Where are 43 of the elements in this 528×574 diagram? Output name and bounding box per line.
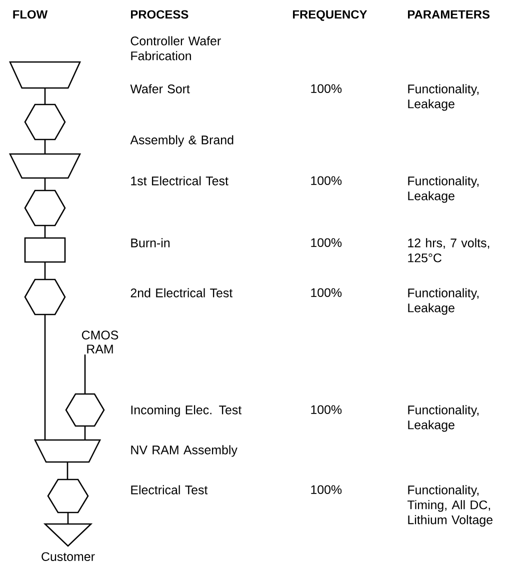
table-text: 2nd Electrical Test: [130, 288, 233, 298]
table-text: Functionality, Leakage: [408, 405, 479, 432]
hexagon-shape: [65, 393, 105, 427]
table-text: 12 hrs, 7 volts, 125°C: [408, 238, 490, 262]
rectangle-shape: [24, 237, 66, 263]
column-header: FLOW: [13, 10, 48, 19]
column-header: FREQUENCY: [293, 10, 368, 21]
connector-line: [44, 262, 46, 280]
table-text: 100%: [311, 485, 342, 494]
table-text: Functionality, Timing, All DC, Lithium Voltage: [407, 485, 492, 527]
connector-line: [84, 426, 86, 440]
connector-line: [44, 226, 46, 238]
connector-line: [84, 354, 86, 394]
table-text: 100%: [311, 288, 342, 298]
table-text: 100%: [311, 238, 342, 248]
table-text: Controller Wafer Fabrication: [130, 36, 221, 60]
connector-line: [44, 178, 46, 190]
table-text: Functionality, Leakage: [408, 84, 479, 111]
hexagon-shape: [24, 104, 66, 140]
hexagon-shape: [24, 278, 66, 316]
connector-line: [44, 314, 46, 440]
column-header: PROCESS: [131, 10, 188, 19]
table-text: Functionality, Leakage: [408, 288, 479, 315]
connector-line: [67, 512, 69, 524]
table-text: Incoming Elec. Test: [131, 405, 242, 417]
connector-line: [66, 462, 68, 480]
node-label: Customer: [42, 552, 95, 561]
table-text: 100%: [311, 84, 342, 94]
table-text: Functionality, Leakage: [408, 176, 479, 203]
table-text: 1st Electrical Test: [131, 176, 228, 186]
table-text: NV RAM Assembly: [131, 445, 238, 457]
table-text: 100%: [311, 405, 342, 414]
table-text: Assembly & Brand: [130, 135, 234, 147]
table-text: Wafer Sort: [130, 84, 190, 94]
hexagon-shape: [47, 478, 89, 514]
table-text: Burn-in: [131, 238, 170, 248]
connector-line: [44, 140, 46, 154]
hexagon-shape: [24, 190, 66, 226]
connector-line: [44, 88, 46, 104]
table-text: Electrical Test: [131, 485, 208, 494]
table-text: 100%: [311, 176, 342, 186]
column-header: PARAMETERS: [408, 10, 490, 19]
flow-label: CMOS RAM: [82, 330, 118, 354]
